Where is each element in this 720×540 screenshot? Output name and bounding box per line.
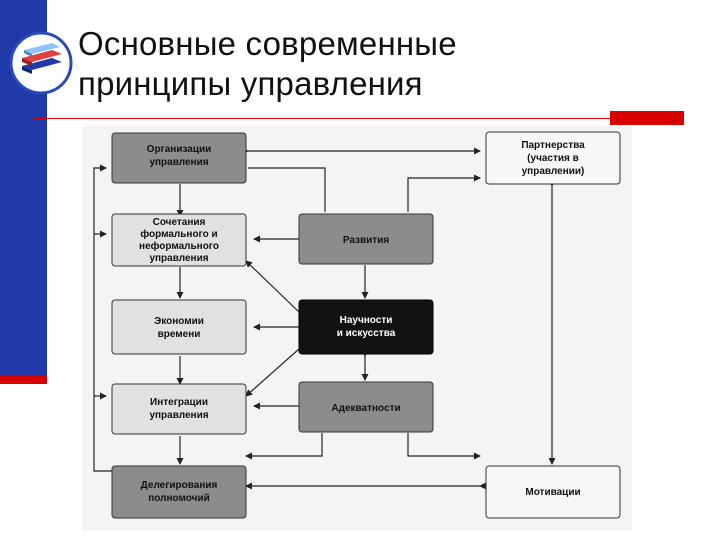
box-partnerstva-line-1: Партнерства — [521, 140, 585, 151]
title-underline-accent — [610, 111, 684, 125]
box-integratsii-line-2: управления — [149, 410, 208, 421]
box-partnerstva-line-2: (участия в — [527, 153, 579, 164]
box-ekonomii: Экономии времени — [111, 299, 247, 355]
box-organizatsii-line-1: Организации — [147, 144, 212, 155]
box-nauchnosti-line-1: Научности — [340, 315, 393, 326]
left-accent-bar-tip — [0, 376, 47, 384]
box-delegirovaniya-line-1: Делегирования — [141, 480, 218, 491]
box-delegirovaniya: Делегирования полномочий — [111, 465, 247, 519]
box-organizatsii-line-2: управления — [149, 157, 208, 168]
box-partnerstva: Партнерства (участия в управлении) — [485, 131, 621, 185]
box-partnerstva-line-3: управлении) — [522, 166, 585, 177]
diagram-connectors — [93, 147, 556, 490]
box-nauchnosti-line-2: и искусства — [337, 328, 396, 339]
box-adekvatnosti: Адекватности — [298, 381, 434, 433]
box-nauchnosti: Научности и искусства — [298, 299, 434, 355]
management-principles-diagram: Организации управления Сочетания формаль… — [82, 126, 632, 531]
box-sochetaniya-line-1: Сочетания — [153, 217, 206, 228]
box-sochetaniya-line-2: формального и — [140, 228, 217, 240]
box-sochetaniya-line-4: управления — [149, 253, 208, 264]
box-sochetaniya-line-3: неформального — [139, 240, 219, 252]
box-adekvatnosti-line-1: Адекватности — [331, 403, 400, 414]
slide-title-line-1: Основные современные — [78, 25, 457, 62]
slide-title-line-2: принципы управления — [78, 65, 423, 102]
box-razvitiya-line-1: Развития — [343, 235, 390, 246]
box-integratsii: Интеграции управления — [111, 383, 247, 435]
diagram-canvas: Организации управления Сочетания формаль… — [82, 126, 632, 531]
title-underline — [34, 118, 610, 119]
stacked-books-logo-icon — [8, 30, 74, 96]
box-motivatsii: Мотивации — [485, 465, 621, 519]
box-sochetaniya: Сочетания формального и неформального уп… — [111, 213, 247, 267]
box-motivatsii-line-1: Мотивации — [525, 487, 580, 498]
box-organizatsii: Организации управления — [111, 132, 247, 184]
box-ekonomii-line-1: Экономии — [154, 316, 204, 327]
box-delegirovaniya-line-2: полномочий — [148, 493, 210, 504]
box-razvitiya: Развития — [298, 213, 434, 265]
box-integratsii-line-1: Интеграции — [150, 397, 208, 408]
box-ekonomii-line-2: времени — [158, 329, 201, 340]
slide-title: Основные современные принципы управления — [78, 24, 457, 104]
